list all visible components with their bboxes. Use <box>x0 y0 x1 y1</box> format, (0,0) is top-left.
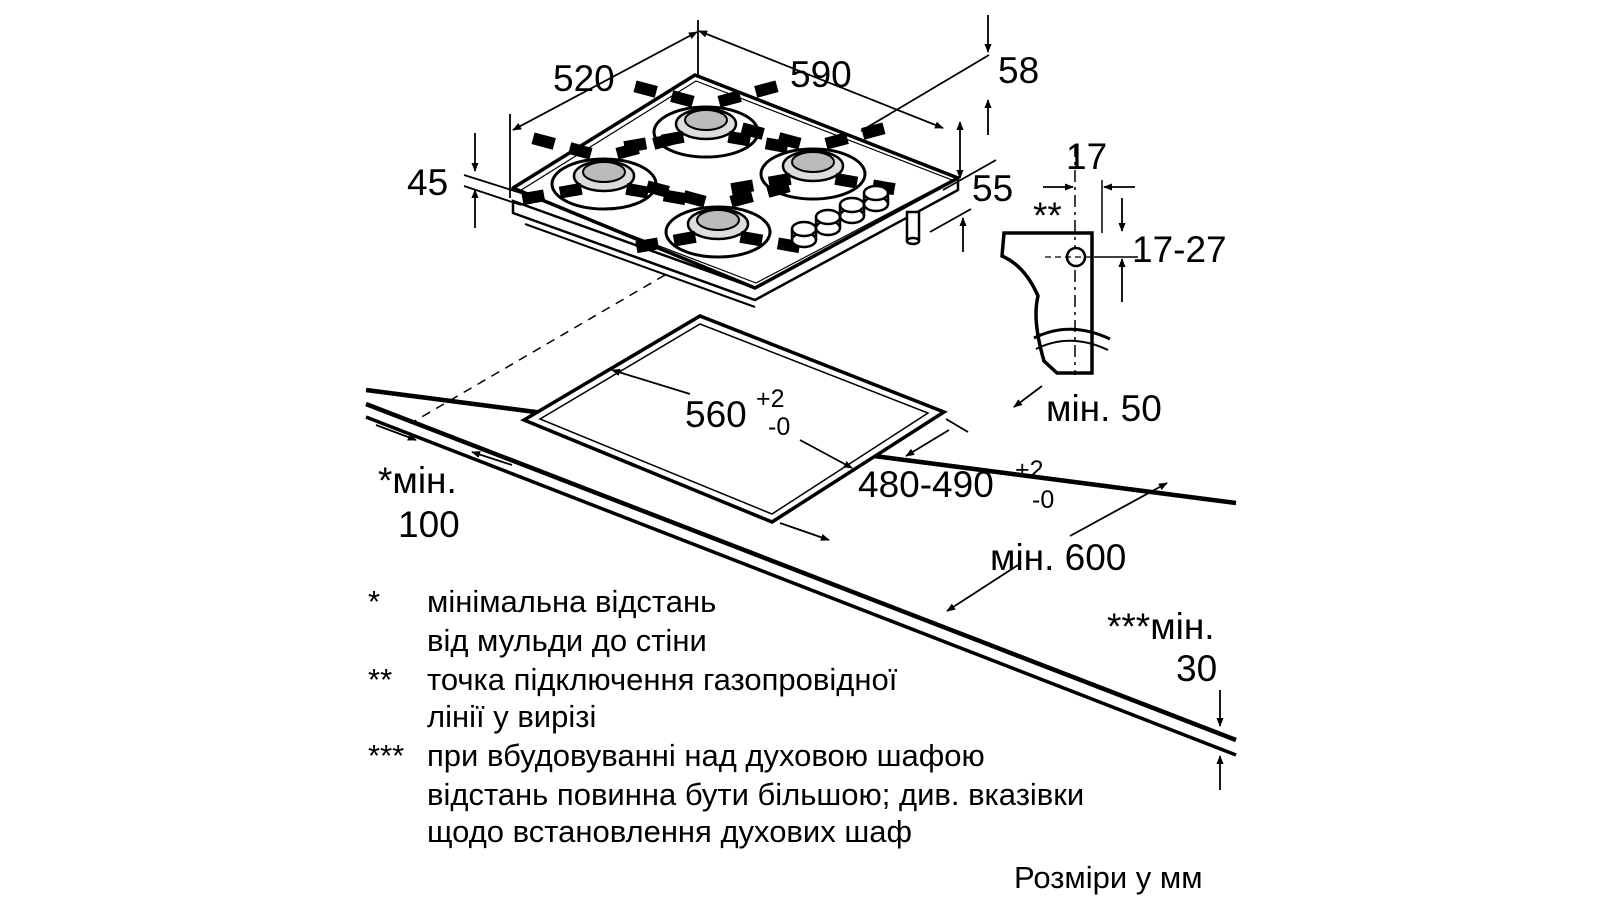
min-100-label-line1: *мін. <box>378 460 457 501</box>
cutout-width-tol-plus: +2 <box>756 385 785 413</box>
burner-front <box>635 180 801 259</box>
gas-point-marker: ** <box>1033 195 1062 236</box>
dim-17-label: 17 <box>1066 136 1107 177</box>
dim-520-label: 520 <box>553 58 615 99</box>
note-3-line-1: при вбудовуванні над духовою шафою <box>427 738 985 773</box>
dim-45-label: 45 <box>407 162 448 203</box>
note-2-line-1: точка підключення газопровідної <box>427 662 898 697</box>
cutout-width-tol-minus: -0 <box>768 413 790 441</box>
footnotes: * мінімальна відстань від мульди до стін… <box>368 584 1203 895</box>
note-1-line-1: мінімальна відстань <box>427 584 716 619</box>
knob-icon <box>862 184 890 213</box>
cutout-depth-tol-plus: +2 <box>1015 456 1044 484</box>
cutout-depth-tol-minus: -0 <box>1032 486 1054 514</box>
knob-icon <box>838 196 866 225</box>
worktop <box>365 274 1237 757</box>
dimension-labels: 520 590 58 45 55 17 ** 17-27 560 +2 -0 4… <box>378 50 1227 689</box>
note-2-line-2: лінії у вирізі <box>427 699 596 734</box>
note-2-mark: ** <box>368 662 392 697</box>
min-30-label-line1: ***мін. <box>1107 606 1215 647</box>
note-3-mark: *** <box>368 738 404 773</box>
note-1-line-2: від мульди до стіни <box>427 623 707 658</box>
profile-cross-section <box>1000 231 1094 375</box>
units-caption: Розміри у мм <box>1014 860 1203 895</box>
dim-58-label: 58 <box>998 50 1039 91</box>
min-30-label-line2: 30 <box>1176 648 1217 689</box>
note-3-line-3: щодо встановлення духових шаф <box>427 814 912 849</box>
worktop-cutout-inner <box>538 323 930 515</box>
control-knobs <box>790 184 890 249</box>
dim-17-27-label: 17-27 <box>1132 229 1227 270</box>
dim-590-label: 590 <box>790 54 852 95</box>
gas-connector-icon <box>905 210 921 246</box>
min-50-label: мін. 50 <box>1046 388 1162 429</box>
cutout-depth-label: 480-490 <box>858 464 994 505</box>
side-profile-detail <box>1000 145 1138 375</box>
cutout-width-label: 560 <box>685 394 747 435</box>
knob-icon <box>814 208 842 237</box>
min-600-label: мін. 600 <box>990 537 1126 578</box>
dim-55-label: 55 <box>972 168 1013 209</box>
min-100-label-line2: 100 <box>398 504 460 545</box>
note-3-line-2: відстань повинна бути більшою; див. вказ… <box>427 777 1084 812</box>
dimension-lines <box>375 15 1224 790</box>
knob-icon <box>790 220 818 249</box>
note-1-mark: * <box>368 584 380 619</box>
